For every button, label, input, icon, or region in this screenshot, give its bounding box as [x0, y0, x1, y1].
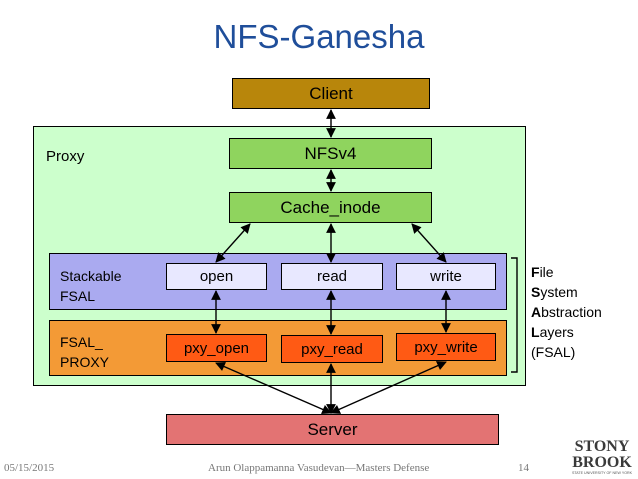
- fsal-caption-line-5: (FSAL): [531, 344, 576, 360]
- arrow-pxy-open-server: [215, 362, 332, 414]
- fsal-bracket: [511, 257, 518, 373]
- pxy-open-box: pxy_open: [166, 334, 267, 362]
- arrow-cache-write: [411, 223, 447, 263]
- footer-page-number: 14: [518, 462, 529, 474]
- fsal-caption-line-2: System: [531, 284, 578, 300]
- svg-text:STONY: STONY: [575, 438, 630, 455]
- footer-date: 05/15/2015: [4, 462, 55, 474]
- svg-text:BROOK: BROOK: [572, 454, 632, 471]
- stackable-fsal-label: Stackable FSAL: [60, 266, 121, 306]
- fsal-caption-line-3: Abstraction: [531, 304, 602, 320]
- open-op-box: open: [166, 263, 267, 290]
- arrow-pxy-write-server: [330, 361, 447, 414]
- fsal-proxy-line1: FSAL_: [60, 334, 103, 350]
- svg-text:STATE UNIVERSITY OF NEW YORK: STATE UNIVERSITY OF NEW YORK: [572, 471, 633, 475]
- proxy-label: Proxy: [46, 148, 85, 165]
- nfsv4-box: NFSv4: [229, 138, 432, 169]
- server-box: Server: [166, 414, 499, 445]
- stony-brook-logo: STONY BROOK STATE UNIVERSITY OF NEW YORK: [572, 438, 633, 475]
- pxy-write-box: pxy_write: [396, 333, 496, 361]
- stackable-fsal-line2: FSAL: [60, 288, 96, 304]
- fsal-proxy-label: FSAL_ PROXY: [60, 332, 109, 372]
- cache-inode-box: Cache_inode: [229, 192, 432, 223]
- read-op-box: read: [281, 263, 383, 290]
- footer-author: Arun Olappamanna Vasudevan—Masters Defen…: [208, 462, 430, 474]
- arrow-cache-open: [215, 223, 251, 263]
- fsal-caption-line-1: File: [531, 264, 554, 280]
- fsal-layers-caption: File System Abstraction Layers (FSAL): [531, 262, 602, 362]
- fsal-proxy-line2: PROXY: [60, 354, 110, 370]
- slide-title: NFS-Ganesha: [213, 18, 425, 55]
- stackable-fsal-line1: Stackable: [60, 268, 122, 284]
- fsal-caption-line-4: Layers: [531, 324, 574, 340]
- write-op-box: write: [396, 263, 496, 290]
- client-box: Client: [232, 78, 430, 109]
